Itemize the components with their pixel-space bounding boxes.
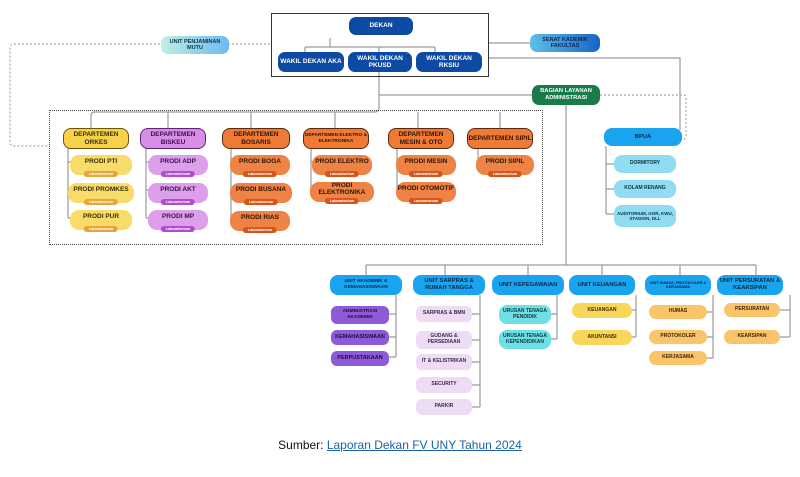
- wakil-dekan-aka-node: WAKIL DEKAN AKA: [278, 52, 344, 72]
- unit-akademik-node: UNIT AKADEMIK & KEMAHASISWAAN: [330, 275, 402, 295]
- prodi-label: PRODI PROMKES: [73, 186, 129, 194]
- lab-badge: Laboratorium: [324, 197, 360, 204]
- lab-badge: Laboratorium: [242, 170, 278, 177]
- prodi-label: PRODI PTI: [84, 158, 118, 166]
- source-link[interactable]: Laporan Dekan FV UNY Tahun 2024: [326, 438, 522, 452]
- unit-item: URUSAN TENAGA KEPENDIDIKAN: [499, 330, 551, 349]
- prodi-label: PRODI SIPIL: [485, 158, 525, 166]
- prodi-node: PRODI BUSANA Laboratorium: [230, 183, 292, 205]
- prodi-node: PRODI MP Laboratorium: [148, 210, 208, 232]
- unit-item: PARKIR: [416, 399, 472, 415]
- unit-item: PERPUSTAKAAN: [331, 351, 389, 366]
- bpua-item: AUDITORIUM, GOR, KWU, STADION, DLL: [614, 205, 676, 227]
- lab-badge: Laboratorium: [83, 225, 119, 232]
- prodi-label: PRODI ADP: [160, 158, 196, 166]
- prodi-node: PRODI PROMKES Laboratorium: [68, 183, 134, 205]
- prodi-node: PRODI PTI Laboratorium: [70, 155, 132, 177]
- unit-item: PERSURATAN: [724, 303, 780, 317]
- lab-badge: Laboratorium: [160, 225, 196, 232]
- lab-badge: Laboratorium: [324, 170, 360, 177]
- unit-item: IT & KELISTRIKAN: [416, 354, 472, 370]
- prodi-label: PRODI RIAS: [241, 214, 279, 222]
- prodi-label: PRODI MP: [161, 213, 195, 221]
- bpua-item: KOLAM RENANG: [614, 180, 676, 198]
- departments-frame: [49, 110, 543, 245]
- lab-badge: Laboratorium: [83, 170, 119, 177]
- lab-badge: Laboratorium: [242, 226, 278, 233]
- prodi-node: PRODI SIPIL Laboratorium: [476, 155, 534, 177]
- caption-prefix: Sumber:: [278, 438, 327, 452]
- prodi-label: PRODI ELEKTRONIKA: [318, 181, 366, 196]
- unit-item: PROTOKOLER: [649, 330, 707, 344]
- unit-kepegawaian-node: UNIT KEPEGAWAIAN: [492, 275, 564, 295]
- lab-badge: Laboratorium: [408, 170, 444, 177]
- prodi-label: PRODI AKT: [160, 186, 196, 194]
- unit-persuratan-node: UNIT PERSURATAN & KEARSIPAN: [717, 275, 783, 295]
- wakil-dekan-pkusd-node: WAKIL DEKAN PKUSD: [348, 52, 412, 72]
- unit-sarpras-node: UNIT SARPRAS & RUMAH TANGGA: [413, 275, 485, 295]
- lab-badge: Laboratorium: [160, 170, 196, 177]
- unit-item: KEMAHASISWAAN: [331, 330, 389, 345]
- departemen-elektro-node: DEPARTEMEN ELEKTRO & ELEKTRONIKA: [303, 128, 369, 149]
- lab-badge: Laboratorium: [243, 198, 279, 205]
- unit-keuangan-node: UNIT KEUANGAN: [569, 275, 635, 295]
- bagian-layanan-administrasi-node: BAGIAN LAYANAN ADMINISTRASI: [532, 85, 600, 105]
- unit-item: KEUANGAN: [572, 303, 632, 318]
- unit-item: GUDANG & PERSEDIAAN: [416, 331, 472, 349]
- unit-item: URUSAN TENAGA PENDIDIK: [499, 305, 551, 324]
- prodi-label: PRODI MESIN: [404, 158, 448, 166]
- lab-badge: Laboratorium: [408, 197, 444, 204]
- departemen-orkes-node: DEPARTEMEN ORKES: [63, 128, 129, 149]
- prodi-node: PRODI PUR Laboratorium: [70, 210, 132, 232]
- source-caption: Sumber: Laporan Dekan FV UNY Tahun 2024: [0, 438, 800, 452]
- prodi-label: PRODI PUR: [82, 213, 120, 221]
- departemen-mesin-oto-node: DEPARTEMEN MESIN & OTO: [388, 128, 454, 149]
- lab-badge: Laboratorium: [83, 198, 119, 205]
- unit-item: HUMAS: [649, 305, 707, 319]
- senat-akademik-node: SENAT KADEMIK FAKULTAS: [530, 34, 600, 52]
- prodi-label: PRODI OTOMOTIF: [397, 185, 455, 193]
- bpua-item: DORMITORY: [614, 155, 676, 173]
- prodi-node: PRODI RIAS Laboratorium: [230, 211, 290, 233]
- prodi-node: PRODI MESIN Laboratorium: [396, 155, 456, 177]
- unit-penjaminan-mutu-node: UNIT PENJAMINAN MUTU: [161, 36, 229, 54]
- prodi-node: PRODI BOGA Laboratorium: [230, 155, 290, 177]
- unit-item: SARPRAS & BMN: [416, 306, 472, 322]
- prodi-label: PRODI BUSANA: [235, 186, 287, 194]
- unit-item: ADMINISTRASI AKADEMIK: [331, 306, 389, 324]
- prodi-node: PRODI ELEKTRO Laboratorium: [312, 155, 372, 177]
- prodi-label: PRODI BOGA: [239, 158, 281, 166]
- departemen-biskeu-node: DEPARTEMEN BISKEU: [140, 128, 206, 149]
- departemen-bosaris-node: DEPARTEMEN BOSARIS: [222, 128, 290, 149]
- unit-item: AKUNTANSI: [572, 330, 632, 345]
- unit-item: KEARSIPAN: [724, 330, 780, 344]
- dekan-node: DEKAN: [349, 17, 413, 35]
- unit-item: SECURITY: [416, 377, 472, 393]
- prodi-node: PRODI ADP Laboratorium: [148, 155, 208, 177]
- unit-humas-node: UNIT HUMAS, PROTOKOLER & KERJASAMA: [645, 275, 711, 295]
- bpua-node: BPUA: [604, 128, 682, 146]
- leadership-frame: [271, 13, 489, 77]
- lab-badge: Laboratorium: [160, 198, 196, 205]
- unit-item: KERJASAMA: [649, 351, 707, 365]
- prodi-label: PRODI ELEKTRO: [315, 158, 369, 166]
- lab-badge: Laboratorium: [487, 170, 523, 177]
- prodi-node: PRODI OTOMOTIF Laboratorium: [396, 182, 456, 204]
- departemen-sipil-node: DEPARTEMEN SIPIL: [467, 128, 533, 149]
- prodi-node: PRODI AKT Laboratorium: [148, 183, 208, 205]
- wakil-dekan-rksiu-node: WAKIL DEKAN RKSIU: [416, 52, 482, 72]
